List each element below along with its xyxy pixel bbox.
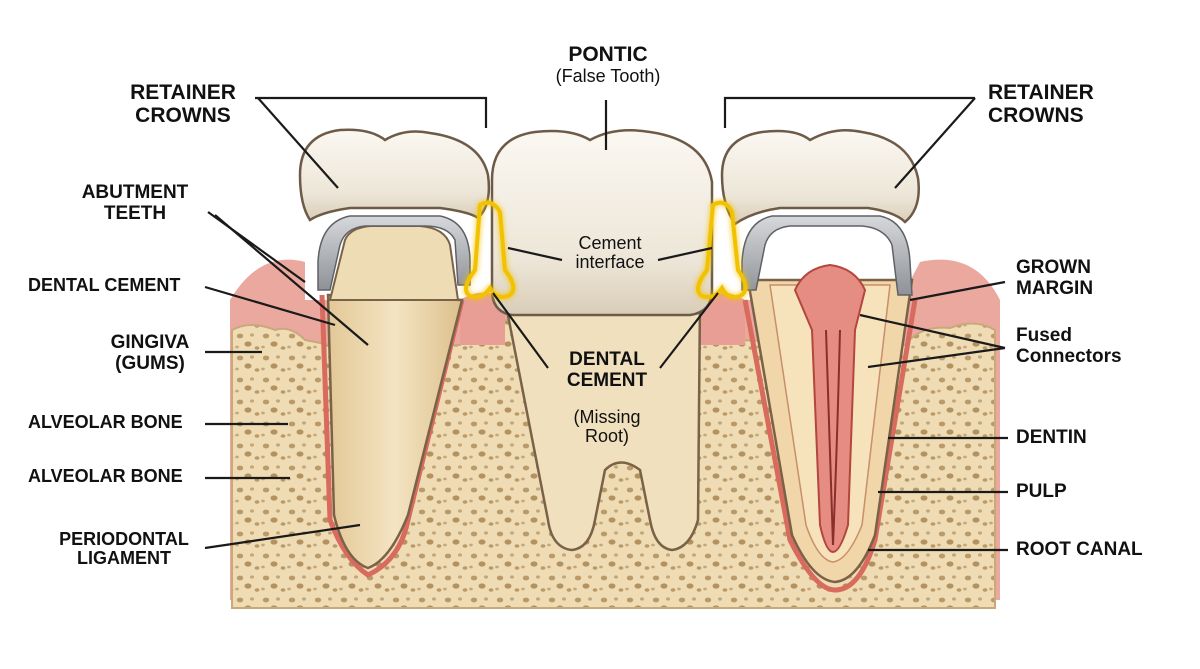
dental-cement-center-line-1: DENTAL	[569, 349, 645, 370]
leader-fused-2	[867, 346, 1006, 369]
leader-lines	[204, 96, 1008, 552]
label-dental-cement-left: DENTAL CEMENT	[28, 275, 181, 295]
abutment-line-1: ABUTMENT	[81, 182, 189, 203]
label-gingiva: GINGIVA (GUMS)	[94, 332, 206, 374]
cement-interface-glow	[464, 200, 748, 299]
label-alveolar-bone-2: ALVEOLAR BONE	[28, 466, 183, 486]
pontic-subtitle: (False Tooth)	[555, 65, 661, 86]
metal-coping-left	[317, 215, 471, 291]
leader-retainer-left-bracket	[255, 96, 488, 128]
label-grown-margin: GROWN MARGIN	[1016, 257, 1094, 299]
periodontal-line-1: PERIODONTAL	[59, 529, 189, 549]
abutment-core-left	[328, 225, 460, 301]
leader-abutment-2	[214, 214, 369, 346]
gingiva-line-1: GINGIVA	[110, 332, 190, 353]
grown-margin-line-2: MARGIN	[1016, 277, 1094, 299]
root-canal	[825, 329, 841, 546]
label-abutment-teeth: ABUTMENT TEETH	[60, 182, 210, 224]
pontic-lower-body	[503, 298, 702, 552]
leader-cement-interface-left	[507, 246, 563, 262]
label-alveolar-bone-1: ALVEOLAR BONE	[28, 412, 183, 432]
pulp-chamber	[793, 263, 867, 554]
retainer-right-line-1: RETAINER	[988, 81, 1094, 104]
retainer-right-line-2: CROWNS	[988, 103, 1084, 127]
leader-fused-1	[859, 313, 1006, 350]
pontic-title: PONTIC	[568, 43, 648, 66]
retainer-crown-left	[298, 128, 491, 222]
leader-cement-interface-right	[657, 246, 713, 262]
dental-cement-center-line-2: CEMENT	[566, 369, 648, 391]
periodontal-ligament-left	[319, 294, 465, 578]
leader-grown-margin	[909, 280, 1006, 302]
metal-coping-right	[741, 215, 913, 296]
missing-root-line-1: (Missing	[573, 407, 641, 427]
grown-margin-line-1: GROWN	[1016, 257, 1091, 278]
retainer-left-line-2: CROWNS	[135, 103, 231, 127]
label-cement-interface: Cement interface	[552, 233, 668, 273]
missing-root-line-2: Root)	[584, 426, 629, 447]
label-root-canal: ROOT CANAL	[1016, 539, 1143, 560]
leader-dental-cement-center-right	[659, 292, 719, 369]
fused-line-1: Fused	[1016, 325, 1072, 346]
pontic-crown	[490, 129, 714, 317]
label-missing-root: (Missing Root)	[552, 407, 662, 447]
gum-peak-right	[700, 292, 745, 345]
label-fused-connectors: Fused Connectors	[1016, 325, 1122, 367]
leader-dental-cement-center-left	[492, 292, 549, 369]
label-periodontal-ligament: PERIODONTAL LIGAMENT	[46, 529, 202, 569]
cement-interface-line-2: interface	[575, 252, 645, 273]
label-dental-cement-center: DENTAL CEMENT	[548, 349, 666, 391]
label-retainer-crowns-right: RETAINER CROWNS	[988, 81, 1094, 127]
leader-dental-cement-left	[204, 285, 336, 327]
periodontal-line-2: LIGAMENT	[77, 548, 171, 569]
leader-retainer-right-bracket	[723, 96, 975, 128]
cement-interface-line-1: Cement	[578, 233, 642, 253]
cement-interface-right	[696, 200, 748, 299]
gingiva-line-2: (GUMS)	[115, 352, 185, 374]
label-retainer-crowns-left: RETAINER CROWNS	[112, 81, 254, 127]
leader-retainer-right	[894, 97, 976, 189]
fused-line-2: Connectors	[1016, 345, 1122, 367]
periodontal-ligament-right	[742, 299, 918, 593]
abutment-root-left	[326, 293, 464, 570]
cement-interface-left	[464, 200, 516, 299]
gum-peak-left	[460, 292, 505, 345]
label-pontic: PONTIC (False Tooth)	[548, 43, 668, 86]
abutment-line-2: TEETH	[103, 202, 167, 224]
label-dentin: DENTIN	[1016, 427, 1087, 448]
leader-retainer-left	[257, 97, 339, 189]
retainer-left-line-1: RETAINER	[130, 81, 236, 104]
retainer-crown-right	[720, 129, 920, 226]
label-pulp: PULP	[1016, 481, 1067, 502]
leader-periodontal	[204, 523, 361, 550]
